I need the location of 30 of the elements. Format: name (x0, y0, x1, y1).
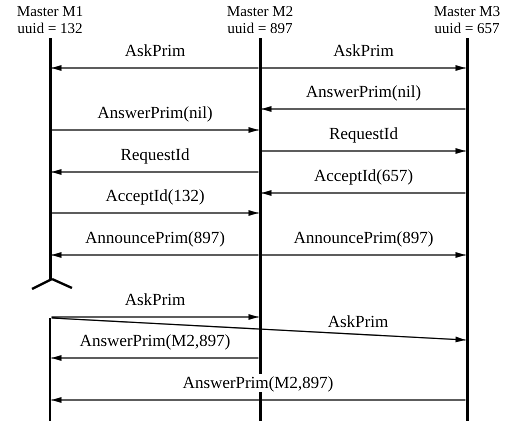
edge-label: AnswerPrim(M2,897) (180, 374, 336, 392)
message-arrow (262, 190, 466, 196)
message-arrow (52, 65, 258, 71)
edge-label: AcceptId(657) (312, 167, 416, 185)
message-arrow (52, 210, 258, 216)
message-arrow (262, 65, 466, 71)
message-arrow (262, 252, 466, 258)
edge-label: AnswerPrim(nil) (304, 83, 424, 101)
message-arrow (262, 148, 466, 154)
edge-label: AnnouncePrim(897) (292, 229, 436, 247)
message-arrow (51, 317, 466, 342)
message-arrow (52, 397, 466, 403)
participant-id: uuid = 132 (16, 21, 84, 38)
message-arrow (52, 355, 258, 361)
message-arrow (52, 252, 258, 258)
participant-name: Master M1 (16, 4, 84, 21)
edge-label: AnnouncePrim(897) (83, 229, 227, 247)
message-arrow (52, 314, 258, 320)
participant-name: Master M2 (226, 4, 294, 21)
message-arrow (52, 169, 258, 175)
edge-label: RequestId (327, 125, 400, 143)
message-arrow (52, 127, 258, 133)
message-arrow (262, 106, 466, 112)
edge-label: RequestId (118, 146, 192, 164)
edge-label: AnswerPrim(nil) (95, 104, 215, 122)
participant-id: uuid = 657 (433, 21, 501, 38)
edge-label: AcceptId(132) (103, 187, 207, 205)
edge-label: AnswerPrim(M2,897) (78, 332, 232, 350)
participant-name: Master M3 (432, 4, 502, 21)
participant-id: uuid = 897 (226, 21, 294, 38)
